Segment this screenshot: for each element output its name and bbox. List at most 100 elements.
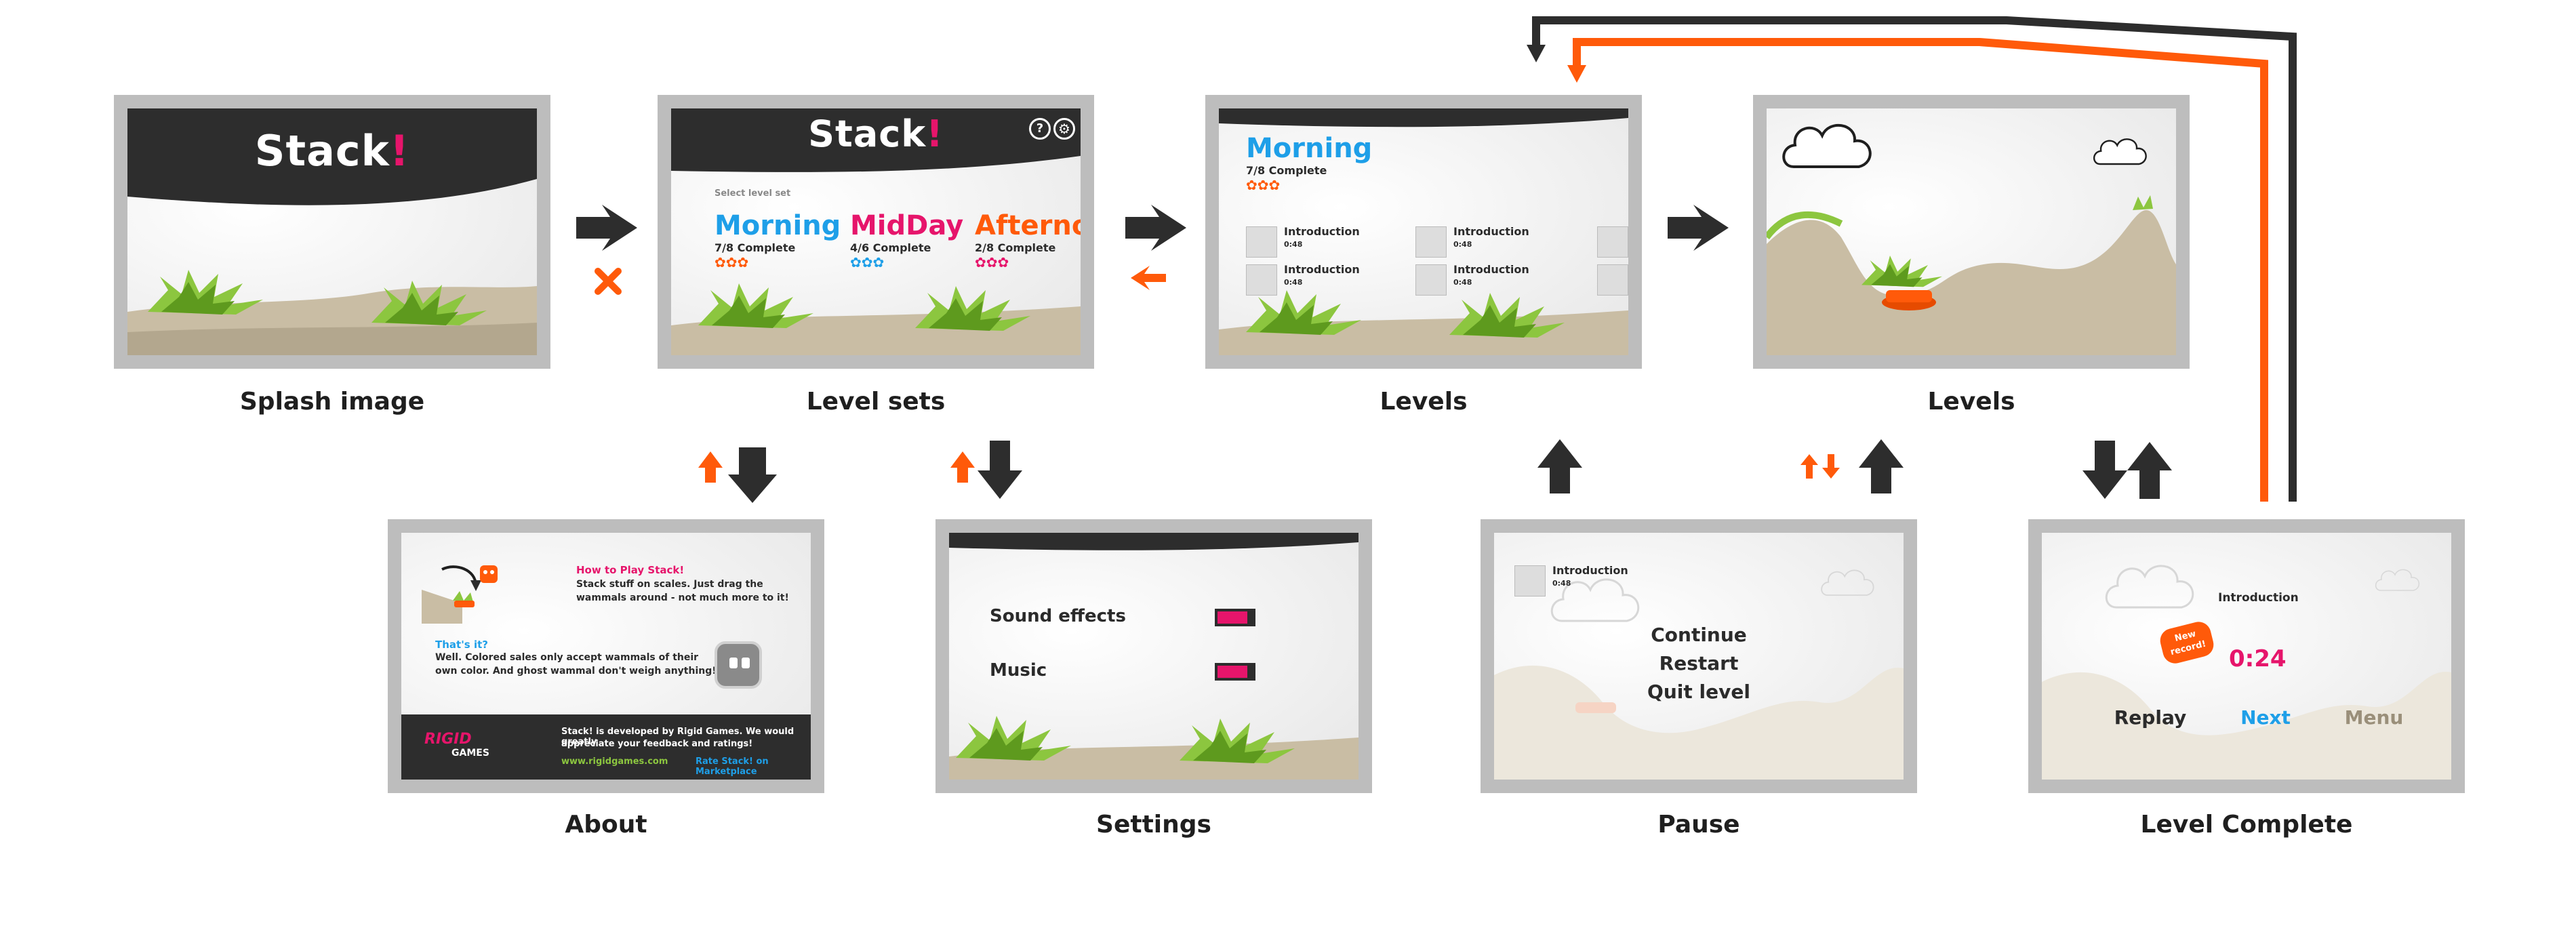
level-set-progress: 2/8 Complete — [975, 241, 1056, 254]
ghost-wammal-icon — [715, 641, 762, 689]
level-set-progress: 7/8 Complete — [715, 241, 796, 254]
arrow-gameplay-pause-swap — [1800, 454, 1840, 479]
about-illustration — [422, 563, 503, 624]
level-thumbnail-icon — [1514, 565, 1546, 597]
gameplay-scenery — [1767, 123, 2176, 355]
level-name: Introduction — [1453, 263, 1529, 276]
arrow-back-levels-to-levelsets — [1131, 266, 1166, 290]
gameplay-content — [1767, 108, 2176, 355]
level-thumbnail-icon — [1415, 226, 1447, 258]
level-thumbnail-icon[interactable] — [1597, 226, 1628, 258]
arrow-pause-to-levels — [1537, 439, 1582, 493]
flower-icons: ✿✿✿ — [1246, 177, 1281, 193]
completion-time: 0:24 — [2229, 645, 2287, 672]
logo-top: RIGID — [424, 731, 472, 748]
level-thumbnail-icon — [1246, 264, 1277, 296]
menu-button[interactable]: Menu — [2344, 706, 2404, 729]
flower-icons: ✿✿✿ — [715, 254, 749, 270]
splash-screen-content: Stack! — [127, 108, 537, 355]
screen-level-sets: Stack! ? ⚙ Select level set Morning 7/8 … — [658, 95, 1094, 369]
arrow-settings-to-levelsets — [950, 451, 975, 483]
levels-list-scenery — [1219, 108, 1628, 355]
restart-button[interactable]: Restart — [1659, 652, 1739, 674]
help-icon[interactable]: ? — [1029, 118, 1051, 140]
caption-splash: Splash image — [239, 388, 425, 416]
arrow-about-to-levelsets — [698, 451, 723, 483]
caption-levels-1: Levels — [1380, 388, 1468, 416]
level-set-name: Afternoon — [975, 210, 1081, 241]
level-set-progress: 4/6 Complete — [850, 241, 931, 254]
sound-effects-toggle[interactable] — [1215, 609, 1255, 626]
level-name: Introduction — [1284, 225, 1360, 238]
level-name: Introduction — [1552, 564, 1628, 577]
caption-pause: Pause — [1657, 811, 1740, 839]
quit-level-button[interactable]: Quit level — [1647, 681, 1750, 703]
how-to-play-line-1: Stack stuff on scales. Just drag the — [576, 579, 763, 590]
level-complete-faded-scenery — [2042, 565, 2451, 780]
level-time: 0:48 — [1284, 240, 1303, 249]
how-to-play-line-2: wammals around - not much more to it! — [576, 592, 789, 603]
arrow-levelsets-to-settings — [978, 441, 1022, 499]
splash-scenery — [127, 108, 537, 355]
next-button[interactable]: Next — [2240, 706, 2291, 729]
level-complete-content: Introduction New record! 0:24 Replay Nex… — [2042, 533, 2451, 780]
level-name: Introduction — [1453, 225, 1529, 238]
level-thumbnail-icon[interactable] — [1597, 264, 1628, 296]
close-x-icon — [595, 268, 622, 295]
replay-button[interactable]: Replay — [2114, 706, 2187, 729]
level-set-morning[interactable]: Morning 7/8 Complete ✿✿✿ — [715, 210, 841, 270]
level-item[interactable]: Introduction 0:48 — [1415, 263, 1565, 297]
levels-set-header: Morning 7/8 Complete ✿✿✿ — [1246, 133, 1372, 193]
about-content: How to Play Stack! Stack stuff on scales… — [401, 533, 811, 780]
caption-levels-2: Levels — [1927, 388, 2015, 416]
level-name: Introduction — [1284, 263, 1360, 276]
screen-gameplay — [1753, 95, 2190, 369]
arrow-complete-to-gameplay — [2127, 442, 2172, 499]
arrow-pause-to-gameplay — [1859, 439, 1904, 493]
website-link[interactable]: www.rigidgames.com — [561, 756, 668, 767]
continue-button[interactable]: Continue — [1651, 624, 1747, 646]
arrow-complete-to-gameplay-orange — [1567, 38, 2268, 502]
pause-content: Introduction 0:48 Continue Restart Quit … — [1494, 533, 1904, 780]
arrow-levelsets-to-levels — [1125, 205, 1186, 251]
levels-set-name: Morning — [1246, 133, 1373, 164]
scale-illustration-icon — [422, 565, 498, 624]
level-sets-content: Stack! ? ⚙ Select level set Morning 7/8 … — [671, 108, 1081, 355]
credit-line-1: Stack! is developed by Rigid Games. We w… — [561, 727, 794, 747]
caption-level-sets: Level sets — [806, 388, 946, 416]
level-item[interactable]: Introduction 0:48 — [1246, 225, 1395, 259]
select-level-set-label: Select level set — [715, 188, 791, 199]
rate-link[interactable]: Rate Stack! on Marketplace — [696, 756, 769, 777]
flower-icons: ✿✿✿ — [975, 254, 1009, 270]
thats-it-line-1: Well. Colored sales only accept wammals … — [435, 652, 699, 663]
level-set-midday[interactable]: MidDay 4/6 Complete ✿✿✿ — [850, 210, 963, 270]
level-item[interactable]: Introduction 0:48 — [1415, 225, 1565, 259]
settings-content: Sound effects Music — [949, 533, 1359, 780]
pause-level-info: Introduction 0:48 — [1514, 564, 1664, 598]
level-time: 0:48 — [1453, 240, 1472, 249]
level-thumbnail-icon — [1246, 226, 1277, 258]
about-footer: RIGID GAMES Stack! is developed by Rigid… — [401, 714, 811, 780]
gear-icon[interactable]: ⚙ — [1053, 118, 1075, 140]
how-to-play-title: How to Play Stack! — [576, 564, 685, 576]
level-item[interactable]: Introduction 0:48 — [1246, 263, 1395, 297]
settings-scenery — [949, 533, 1359, 780]
arrow-levels-to-gameplay — [1668, 205, 1729, 251]
level-set-afternoon[interactable]: Afternoon 2/8 Complete ✿✿✿ — [975, 210, 1081, 270]
music-toggle[interactable] — [1215, 663, 1255, 681]
level-time: 0:48 — [1284, 278, 1303, 287]
rigid-games-logo: RIGID GAMES — [424, 731, 489, 759]
logo-bottom: GAMES — [451, 748, 489, 759]
arrow-complete-to-levels-black — [1527, 16, 2297, 502]
arrow-gameplay-to-complete — [2082, 441, 2127, 499]
level-sets-title: Stack! — [808, 113, 944, 155]
sound-effects-label: Sound effects — [990, 606, 1126, 626]
screen-splash: Stack! — [114, 95, 550, 369]
caption-level-complete: Level Complete — [2140, 811, 2353, 839]
level-set-name: Morning — [715, 210, 841, 241]
music-label: Music — [990, 660, 1047, 681]
level-sets-scenery — [671, 108, 1081, 355]
caption-settings: Settings — [1096, 811, 1211, 839]
screen-levels-list: Morning 7/8 Complete ✿✿✿ Introduction 0:… — [1205, 95, 1642, 369]
